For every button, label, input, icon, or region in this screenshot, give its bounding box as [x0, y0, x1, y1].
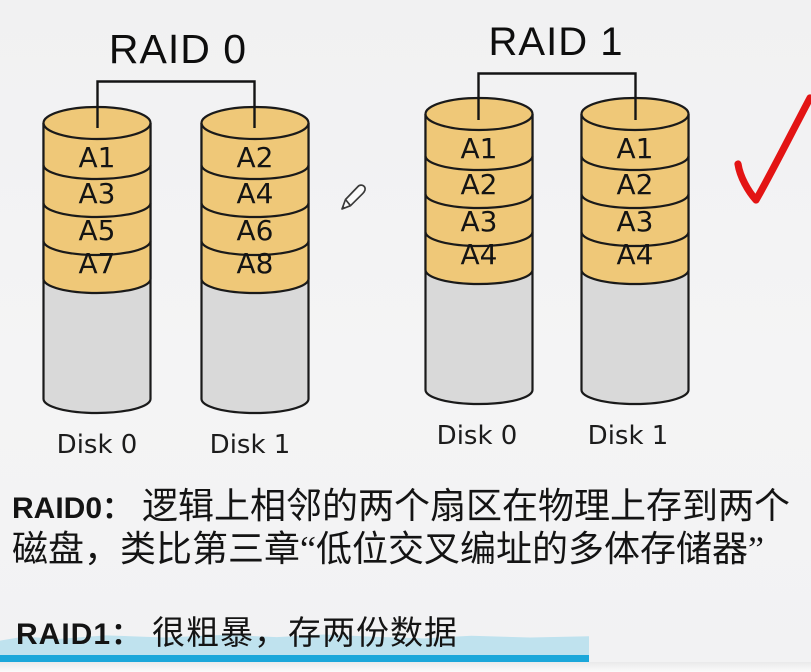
- marker-highlight: [0, 634, 589, 656]
- raid1-disk0-cylinder: A1 A2 A3 A4: [424, 96, 534, 406]
- block-label: A3: [79, 177, 116, 210]
- block-label: A2: [237, 141, 274, 174]
- note-raid0-line2: 磁盘，类比第三章“低位交叉编址的多体存储器”: [12, 527, 764, 571]
- note-raid1-line: RAID1： 很粗暴，存两份数据: [16, 612, 458, 657]
- disk-band-separators: [200, 164, 310, 257]
- disk-band-separators: [42, 164, 152, 257]
- disk-data-region: [424, 114, 534, 286]
- disk-band-separators: [424, 155, 534, 248]
- disk-data-region: [200, 123, 310, 295]
- checkmark-icon: [734, 94, 811, 204]
- raid0-disk1-label: Disk 1: [209, 430, 291, 460]
- raid1-connector-lines: [477, 72, 637, 120]
- raid0-connector-lines: [96, 80, 256, 128]
- block-label: A7: [79, 247, 116, 280]
- raid1-disk1-label: Disk 1: [587, 421, 669, 451]
- note-raid1-text: 很粗暴，存两份数据: [152, 616, 459, 652]
- raid0-disk0-label: Disk 0: [56, 430, 138, 460]
- note-raid0-text1: 逻辑上相邻的两个扇区在物理上存到两个: [142, 486, 791, 526]
- raid1-disk1-cylinder: A1 A2 A3 A4: [580, 96, 690, 406]
- disk-data-region: [580, 114, 690, 286]
- block-label: A2: [461, 168, 498, 201]
- note-raid0-line1: RAID0： 逻辑上相邻的两个扇区在物理上存到两个: [12, 484, 790, 531]
- raid0-disk1-cylinder: A2 A4 A6 A8: [200, 105, 310, 415]
- disk-data-region: [42, 123, 152, 295]
- raid0-disk0-cylinder: A1 A3 A5 A7: [42, 105, 152, 415]
- raid1-disk0-label: Disk 0: [436, 421, 518, 451]
- block-label: A4: [237, 177, 274, 210]
- block-label: A4: [617, 238, 654, 271]
- raid1-title: RAID 1: [488, 20, 624, 64]
- block-label: A3: [617, 205, 654, 238]
- block-label: A1: [617, 132, 654, 165]
- pencil-cursor-icon: [341, 184, 367, 210]
- marker-underline: [0, 655, 589, 662]
- note-raid0-prefix: RAID0：: [12, 492, 133, 525]
- block-label: A2: [617, 168, 654, 201]
- bottom-strip: [0, 662, 811, 672]
- raid0-title: RAID 0: [108, 26, 248, 72]
- block-label: A5: [79, 214, 116, 247]
- note-raid0-text2: 磁盘，类比第三章“低位交叉编址的多体存储器”: [12, 529, 764, 569]
- block-label: A4: [461, 238, 498, 271]
- disk-band-separators: [580, 155, 690, 248]
- block-label: A6: [237, 214, 274, 247]
- note-raid1-prefix: RAID1：: [16, 618, 143, 651]
- block-label: A1: [79, 141, 116, 174]
- block-label: A3: [461, 205, 498, 238]
- block-label: A1: [461, 132, 498, 165]
- block-label: A8: [237, 247, 274, 280]
